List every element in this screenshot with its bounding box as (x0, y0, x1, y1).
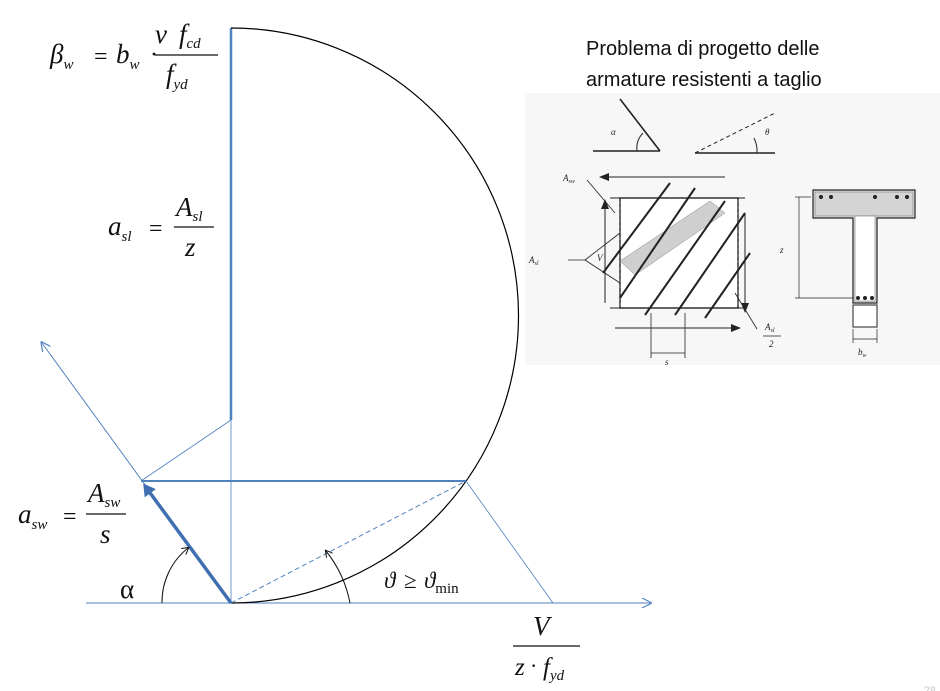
alpha-label: α (120, 574, 134, 604)
svg-text:bw: bw (116, 39, 140, 73)
alpha-angle-arc (161, 548, 188, 604)
svg-text:V: V (597, 253, 604, 263)
alpha-angle-sketch: α (593, 98, 661, 152)
svg-text:fcd: fcd (179, 19, 201, 52)
svg-text:V: V (533, 611, 553, 641)
connector-line (140, 419, 232, 482)
truss-element-sketch: Asw Asl V s Asl 2 (528, 173, 781, 365)
svg-text:βw: βw (49, 39, 73, 73)
theta-min-label: ϑ ≥ ϑmin (384, 568, 459, 597)
projection-line-to-axis (465, 480, 554, 604)
svg-text:θ: θ (765, 127, 770, 137)
svg-text:α: α (611, 127, 616, 137)
svg-text:2: 2 (769, 339, 774, 349)
a-sl-formula: asl = Asl z (108, 192, 214, 262)
svg-text:=: = (149, 216, 163, 242)
svg-text:ϑmin: ϑmin (424, 568, 459, 597)
page-number: 28 (923, 685, 936, 691)
svg-text:z: z (184, 232, 196, 262)
svg-text:bw: bw (858, 347, 867, 359)
svg-text:ν: ν (155, 19, 167, 49)
svg-text:s: s (665, 357, 669, 365)
theta-angle-sketch: θ (694, 112, 776, 154)
svg-text:Asl: Asl (528, 255, 539, 267)
asw-vector-arrow (143, 483, 233, 605)
a-sw-formula: asw = Asw s (18, 478, 126, 549)
svg-text:asw: asw (18, 499, 47, 533)
svg-text:ϑ: ϑ (384, 568, 397, 593)
svg-text:z: z (779, 245, 784, 255)
svg-text:fyd: fyd (166, 59, 188, 93)
t-beam-section-sketch: z bw (779, 189, 916, 359)
svg-text:Asw: Asw (86, 478, 120, 511)
svg-text:Asl: Asl (764, 322, 775, 334)
v-over-z-fyd-label: V z · fyd (513, 611, 580, 684)
svg-text:=: = (94, 44, 108, 70)
svg-text:·: · (530, 653, 537, 678)
beta-w-formula: βw = bw · ν fcd fyd (49, 19, 218, 93)
theta-angle-arc (326, 551, 351, 604)
compression-strut-dashed (230, 480, 467, 604)
beam-reinforcement-inset-figure: α θ (525, 93, 940, 365)
svg-text:asl: asl (108, 211, 132, 245)
slide-title: Problema di progetto delle armature resi… (586, 38, 822, 91)
svg-text:≥: ≥ (404, 568, 417, 593)
svg-text:fyd: fyd (543, 654, 565, 684)
svg-text:=: = (63, 504, 77, 530)
svg-text:s: s (100, 519, 111, 549)
semicircle-arc (230, 27, 520, 604)
svg-text:z: z (514, 654, 525, 681)
svg-text:Asw: Asw (562, 173, 575, 185)
svg-text:·: · (150, 42, 158, 68)
svg-text:Asl: Asl (174, 192, 203, 225)
